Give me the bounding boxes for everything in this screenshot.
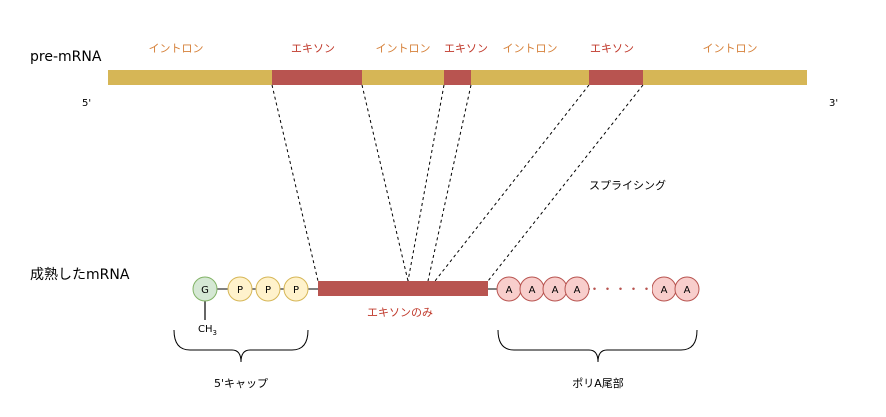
- phosphate-letter-1: P: [237, 285, 243, 296]
- guanine-letter: G: [201, 285, 209, 296]
- adenine-letter-6: A: [684, 285, 691, 296]
- three-prime-label: 3': [829, 98, 838, 109]
- phosphate-circle-3: [283, 276, 309, 302]
- phosphate-circle-1: [227, 276, 253, 302]
- pre-mrna-label: pre-mRNA: [30, 49, 102, 65]
- phosphate-letter-2: P: [265, 285, 271, 296]
- five-prime-label: 5': [82, 98, 91, 109]
- guanine-circle: [192, 276, 218, 302]
- poly-a-tail-nodes: A A A A A A: [496, 276, 700, 302]
- phosphate-circle-2: [255, 276, 281, 302]
- guanine-cap-node: G: [192, 276, 218, 302]
- adenine-letter-2: A: [529, 285, 536, 296]
- segment-intron-3: [471, 70, 589, 85]
- guide-line-4: [427, 84, 472, 282]
- segment-label-exon-1: エキソン: [291, 42, 335, 55]
- segment-intron-4: [643, 70, 807, 85]
- poly-a-ellipsis: ・・・・・: [588, 282, 653, 296]
- segment-label-intron-4: イントロン: [703, 42, 758, 55]
- poly-a-brace: [497, 329, 698, 363]
- methyl-group-label: CH3: [198, 324, 217, 337]
- segment-label-exon-2: エキソン: [444, 42, 488, 55]
- adenine-letter-5: A: [661, 285, 668, 296]
- triphosphate-group: P P P: [227, 276, 309, 302]
- segment-intron-2: [362, 70, 444, 85]
- segment-exon-3: [589, 70, 643, 85]
- adenine-letter-4: A: [574, 285, 581, 296]
- guide-line-3: [407, 84, 445, 282]
- exons-only-label: エキソンのみ: [367, 306, 433, 319]
- segment-exon-1: [272, 70, 362, 85]
- dots-gap-mask: [590, 284, 652, 294]
- guide-line-5: [434, 84, 590, 282]
- phosphate-letter-3: P: [293, 285, 299, 296]
- pre-mrna-segment-labels: イントロン エキソン イントロン エキソン イントロン エキソン イントロン: [149, 42, 758, 55]
- five-cap-label: 5'キャップ: [214, 377, 268, 390]
- poly-a-label: ポリA尾部: [572, 376, 624, 390]
- pre-mrna-bar: [108, 70, 807, 85]
- guide-line-1: [271, 84, 319, 282]
- splicing-label: スプライシング: [589, 178, 666, 192]
- guide-line-2: [361, 84, 409, 282]
- segment-intron-1: [108, 70, 272, 85]
- mature-mrna-label: 成熟したmRNA: [30, 267, 130, 283]
- segment-label-intron-3: イントロン: [503, 42, 558, 55]
- segment-label-intron-2: イントロン: [376, 42, 431, 55]
- exons-only-bar: [318, 281, 488, 296]
- adenine-circle-6: [674, 276, 700, 302]
- segment-label-intron-1: イントロン: [149, 42, 204, 55]
- adenine-letter-1: A: [506, 285, 513, 296]
- splicing-guide-lines: [271, 84, 644, 282]
- segment-label-exon-3: エキソン: [590, 42, 634, 55]
- methyl-subscript: 3: [213, 329, 217, 337]
- adenine-letter-3: A: [552, 285, 559, 296]
- segment-exon-2: [444, 70, 471, 85]
- five-cap-brace: [173, 329, 309, 363]
- adenine-circle-4: [564, 276, 590, 302]
